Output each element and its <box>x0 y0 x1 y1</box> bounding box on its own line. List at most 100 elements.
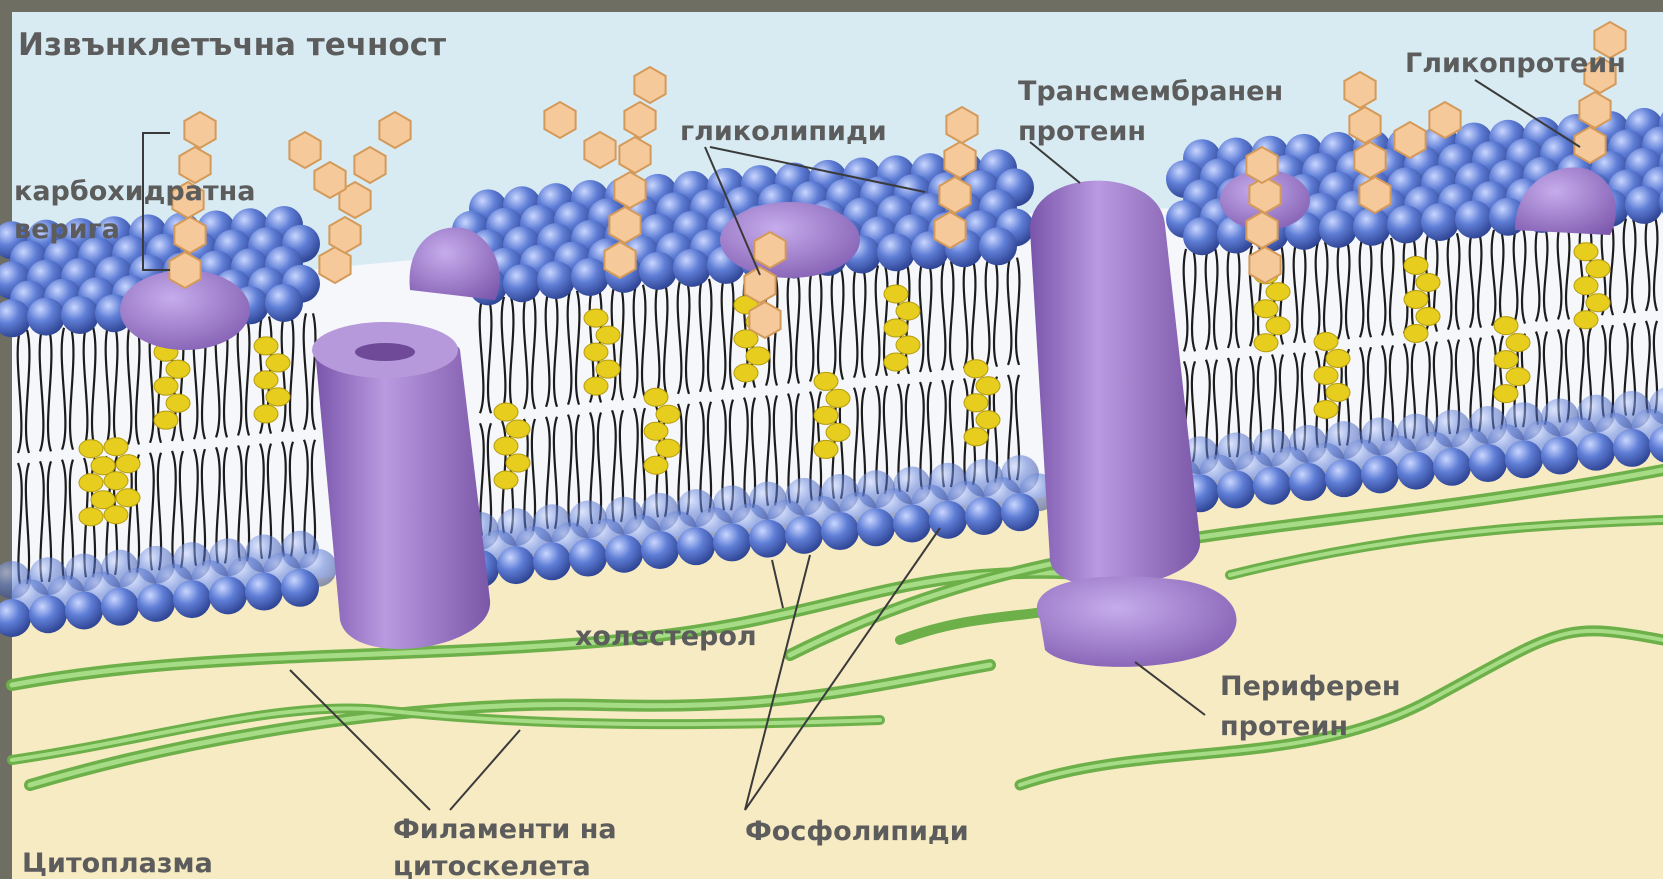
cholesterol-ring <box>896 302 920 320</box>
phospholipid-head <box>571 258 609 296</box>
cholesterol-ring <box>884 319 908 337</box>
phospholipid-head <box>639 252 677 290</box>
cholesterol-ring <box>884 285 908 303</box>
cholesterol-ring <box>656 405 680 423</box>
label-glycolipids: гликолипиди <box>680 116 887 147</box>
phospholipid-head <box>1325 459 1363 497</box>
sugar-unit <box>354 147 385 183</box>
sugar-unit <box>184 112 215 148</box>
phospholipid-head <box>1625 186 1663 224</box>
cholesterol-ring <box>976 377 1000 395</box>
phospholipid-head <box>281 569 319 607</box>
phospholipid-head <box>1217 470 1255 508</box>
cholesterol-ring <box>596 360 620 378</box>
sugar-unit <box>584 132 615 168</box>
phospholipid-head <box>537 261 575 299</box>
sugar-unit <box>1359 177 1390 213</box>
sugar-unit <box>944 142 975 178</box>
cholesterol-ring <box>254 371 278 389</box>
phospholipid-head <box>29 595 67 633</box>
sugar-unit <box>174 217 205 253</box>
phospholipid-head <box>1387 205 1425 243</box>
cholesterol-ring <box>1506 368 1530 386</box>
phospholipid-head <box>1505 440 1543 478</box>
cholesterol-ring <box>1506 334 1530 352</box>
cholesterol-ring <box>734 364 758 382</box>
phospholipid-head <box>1253 467 1291 505</box>
sugar-unit <box>169 252 200 288</box>
sugar-unit <box>1394 122 1425 158</box>
sugar-unit <box>544 102 575 138</box>
label-glycoprotein: Гликопротеин <box>1405 48 1626 79</box>
cholesterol-ring <box>644 388 668 406</box>
phospholipid-head <box>673 249 711 287</box>
phospholipid-head <box>979 227 1017 265</box>
cholesterol-ring <box>976 411 1000 429</box>
cholesterol-ring <box>1416 307 1440 325</box>
cholesterol-ring <box>1326 349 1350 367</box>
cholesterol-ring <box>584 309 608 327</box>
cholesterol-ring <box>104 438 128 456</box>
phospholipid-head <box>137 584 175 622</box>
sugar-unit <box>619 137 650 173</box>
sugar-unit <box>1429 102 1460 138</box>
sugar-unit <box>1344 72 1375 108</box>
cholesterol-ring <box>896 336 920 354</box>
sugar-unit <box>624 102 655 138</box>
phospholipid-head <box>749 520 787 558</box>
phospholipid-head <box>1577 433 1615 471</box>
phospholipid-head <box>857 508 895 546</box>
cholesterol-ring <box>1494 385 1518 403</box>
cholesterol-ring <box>254 405 278 423</box>
cholesterol-ring <box>1494 351 1518 369</box>
phospholipid-head <box>101 588 139 626</box>
cholesterol-ring <box>1574 277 1598 295</box>
phospholipid-head <box>265 284 303 322</box>
phospholipid-head <box>209 576 247 614</box>
sugar-unit <box>289 132 320 168</box>
cholesterol-ring <box>1574 243 1598 261</box>
cholesterol-ring <box>1254 334 1278 352</box>
phospholipid-head <box>713 523 751 561</box>
phospholipid-head <box>503 264 541 302</box>
cholesterol-ring <box>826 389 850 407</box>
cholesterol-ring <box>79 440 103 458</box>
phospholipid-head <box>1455 200 1493 238</box>
cholesterol-ring <box>964 428 988 446</box>
phospholipid-head <box>1613 429 1651 467</box>
phospholipid-head <box>245 573 283 611</box>
label-peripheral-line1: Периферен <box>1220 671 1401 702</box>
cholesterol-ring <box>1586 260 1610 278</box>
phospholipid-head <box>965 497 1003 535</box>
cholesterol-ring <box>1494 317 1518 335</box>
phospholipid-head <box>1001 493 1039 531</box>
sugar-unit <box>329 217 360 253</box>
sugar-unit <box>614 172 645 208</box>
peripheral-protein <box>1037 576 1237 667</box>
cholesterol-ring <box>814 406 838 424</box>
phospholipid-head <box>65 591 103 629</box>
cholesterol-ring <box>964 360 988 378</box>
cholesterol-ring <box>79 508 103 526</box>
sugar-unit <box>314 162 345 198</box>
label-transmembrane-line2: протеин <box>1018 116 1146 147</box>
cholesterol-ring <box>596 326 620 344</box>
phospholipid-head <box>1397 452 1435 490</box>
cholesterol-ring <box>1416 273 1440 291</box>
phospholipid-head <box>893 505 931 543</box>
phospholipid-head <box>569 539 607 577</box>
cholesterol-ring <box>1326 383 1350 401</box>
phospholipid-head <box>929 501 967 539</box>
cholesterol-ring <box>826 423 850 441</box>
sugar-unit <box>749 302 780 338</box>
cholesterol-ring <box>1404 290 1428 308</box>
sugar-unit <box>1246 212 1277 248</box>
cholesterol-ring <box>79 474 103 492</box>
phospholipid-head <box>1183 217 1221 255</box>
sugar-unit <box>939 177 970 213</box>
phospholipid-head <box>1433 448 1471 486</box>
sugar-unit <box>1349 107 1380 143</box>
phospholipid-head <box>821 512 859 550</box>
cholesterol-ring <box>116 489 140 507</box>
label-cytoplasm: Цитоплазма <box>22 848 213 879</box>
